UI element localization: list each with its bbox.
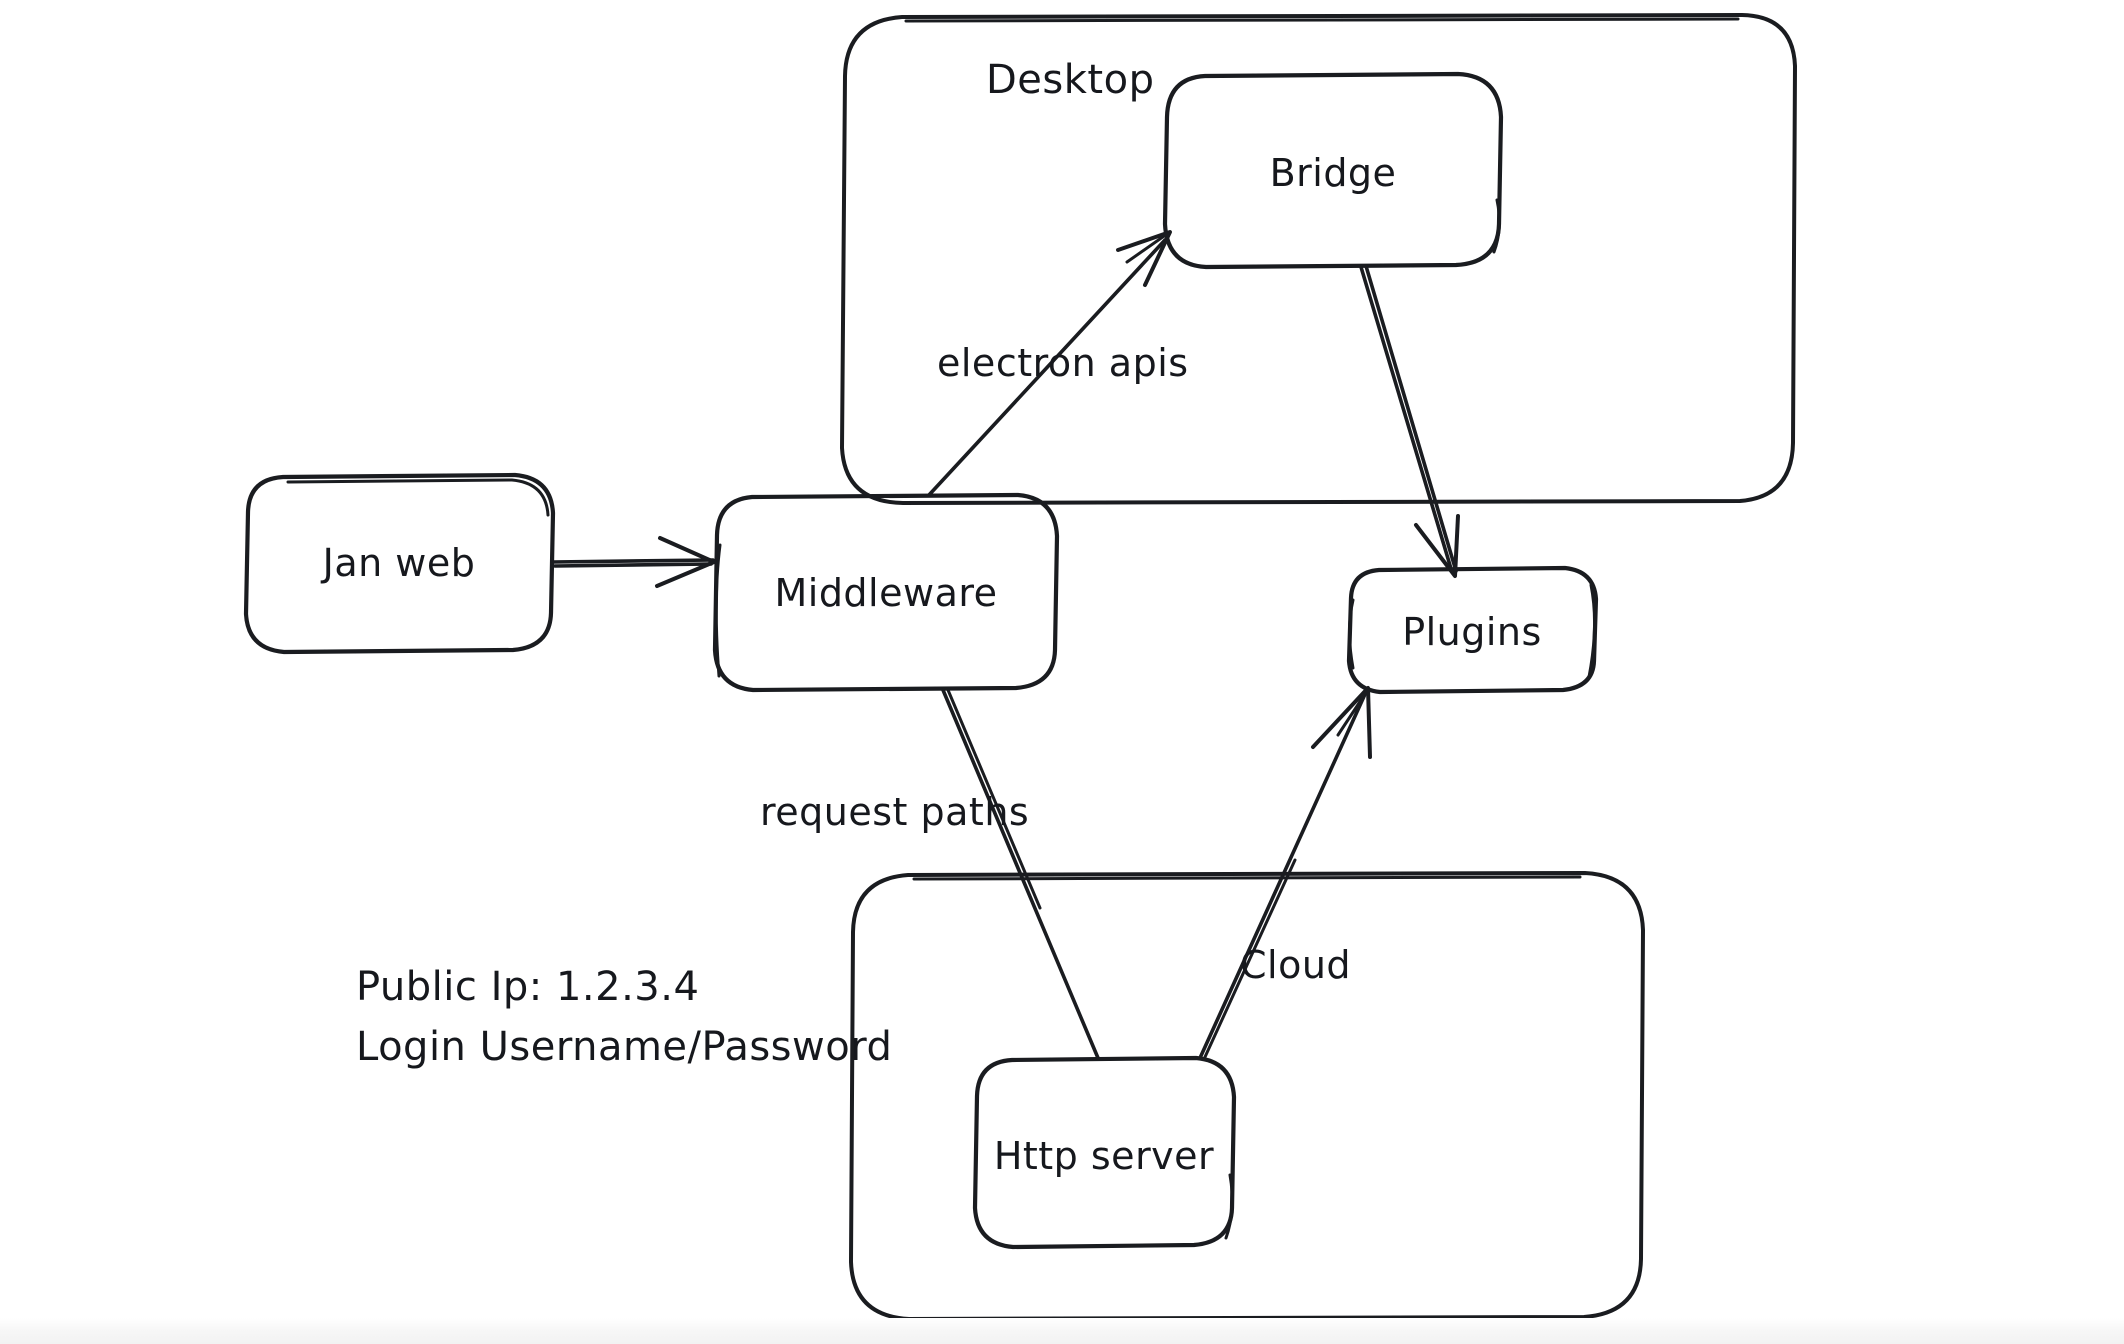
- container-desktop[interactable]: [840, 13, 1797, 505]
- arrowhead-into-bridge-extra-stroke: [1125, 232, 1169, 264]
- http-server-box-sketch-overstroke: [1224, 1173, 1234, 1240]
- middleware-box-outline: [712, 492, 1060, 693]
- jan-web-box-sketch-overstroke: [286, 478, 550, 517]
- arrowhead-into-bridge: [1116, 230, 1172, 287]
- node-bridge[interactable]: Bridge: [1162, 71, 1504, 270]
- note-public-ip: Public Ip: 1.2.3.4: [356, 964, 699, 1010]
- arrowhead-into-plugins-bottom: [1311, 686, 1372, 759]
- bridge-box-outline: [1162, 71, 1504, 270]
- edge-label-request-paths: request paths: [760, 790, 1029, 834]
- http-server-box-outline: [972, 1055, 1237, 1250]
- node-label-plugins: Plugins: [1402, 610, 1542, 654]
- node-label-jan-web: Jan web: [321, 541, 476, 585]
- node-jan-web[interactable]: Jan web: [243, 472, 556, 655]
- note-login: Login Username/Password: [356, 1024, 892, 1070]
- edge-jan-web-to-middleware[interactable]: [551, 536, 716, 588]
- desktop-container-sketch-overstroke: [904, 17, 1740, 23]
- edge-line-jan-web-to-middleware-double: [553, 562, 713, 568]
- edge-middleware-to-bridge[interactable]: [927, 230, 1172, 497]
- edge-line-jan-web-to-middleware: [551, 558, 715, 564]
- edge-http-server-to-plugins[interactable]: [1198, 686, 1372, 1060]
- edge-line-middleware-to-http-server-double: [946, 688, 1042, 910]
- edge-line-http-server-to-plugins: [1198, 690, 1368, 1060]
- node-plugins[interactable]: Plugins: [1346, 565, 1599, 695]
- plugins-box-sketch-overstroke: [1587, 583, 1597, 679]
- node-label-middleware: Middleware: [774, 571, 997, 615]
- plugins-box-outline: [1346, 565, 1599, 695]
- edge-line-http-server-to-plugins-double: [1203, 858, 1297, 1059]
- middleware-box-sketch-overstroke: [714, 543, 722, 678]
- bridge-box-sketch-overstroke: [1492, 198, 1501, 254]
- arrowhead-into-middleware: [655, 536, 716, 588]
- node-label-bridge: Bridge: [1270, 151, 1397, 195]
- edge-line-bridge-to-plugins-double: [1364, 264, 1458, 573]
- edge-label-cloud: Cloud: [1240, 943, 1351, 987]
- cloud-container-outline: [849, 871, 1645, 1321]
- edge-label-electron-apis: electron apis: [937, 341, 1189, 385]
- node-http-server[interactable]: Http server: [972, 1055, 1237, 1250]
- container-cloud[interactable]: [849, 871, 1645, 1321]
- edge-bridge-to-plugins[interactable]: [1359, 264, 1460, 578]
- jan-web-box-outline: [243, 472, 556, 655]
- edge-line-bridge-to-plugins: [1359, 265, 1454, 574]
- container-label-desktop: Desktop: [986, 57, 1154, 103]
- cloud-container-sketch-overstroke: [912, 875, 1582, 881]
- desktop-container-outline: [840, 13, 1797, 505]
- arrowhead-into-plugins-bottom-extra-stroke: [1336, 689, 1369, 737]
- edge-line-middleware-to-bridge: [927, 238, 1167, 497]
- edge-middleware-to-http-server[interactable]: [941, 688, 1100, 1060]
- horizontal-scrollbar-track[interactable]: [0, 1318, 2124, 1344]
- node-middleware[interactable]: Middleware: [712, 492, 1060, 693]
- edge-line-middleware-to-http-server: [941, 688, 1100, 1060]
- node-label-http-server: Http server: [994, 1134, 1214, 1178]
- arrowhead-into-plugins-top: [1414, 514, 1460, 578]
- plugins-box-sketch-overstroke-left: [1348, 598, 1355, 670]
